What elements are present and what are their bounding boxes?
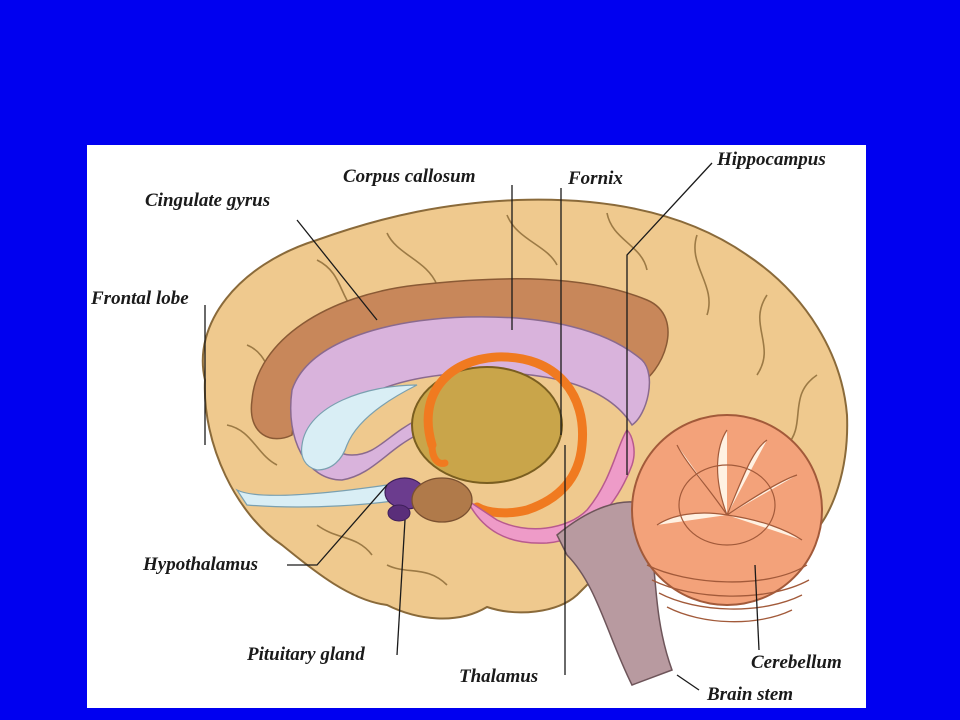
label-cerebellum: Cerebellum xyxy=(751,652,842,673)
cerebellum xyxy=(631,414,823,623)
leader-lines xyxy=(204,162,760,691)
fornix xyxy=(423,352,588,518)
brain-sagittal-diagram xyxy=(201,162,849,691)
lateral-ventricle xyxy=(300,384,418,471)
diagram-panel: Cingulate gyrus Corpus callosum Fornix H… xyxy=(87,145,866,708)
label-hippocampus: Hippocampus xyxy=(717,149,826,170)
thalamus xyxy=(411,366,563,484)
label-thalamus: Thalamus xyxy=(459,666,539,687)
label-brain-stem: Brain stem xyxy=(707,684,794,705)
label-pituitary-gland: Pituitary gland xyxy=(247,644,365,665)
label-hypothalamus: Hypothalamus xyxy=(143,554,259,575)
label-cingulate-gyrus: Cingulate gyrus xyxy=(145,190,271,211)
temporal-structure xyxy=(411,477,473,523)
fornix-column xyxy=(428,441,449,467)
label-corpus-callosum: Corpus callosum xyxy=(343,166,476,187)
pituitary-gland xyxy=(387,504,411,522)
label-fornix: Fornix xyxy=(568,168,623,189)
label-frontal-lobe: Frontal lobe xyxy=(91,288,189,309)
